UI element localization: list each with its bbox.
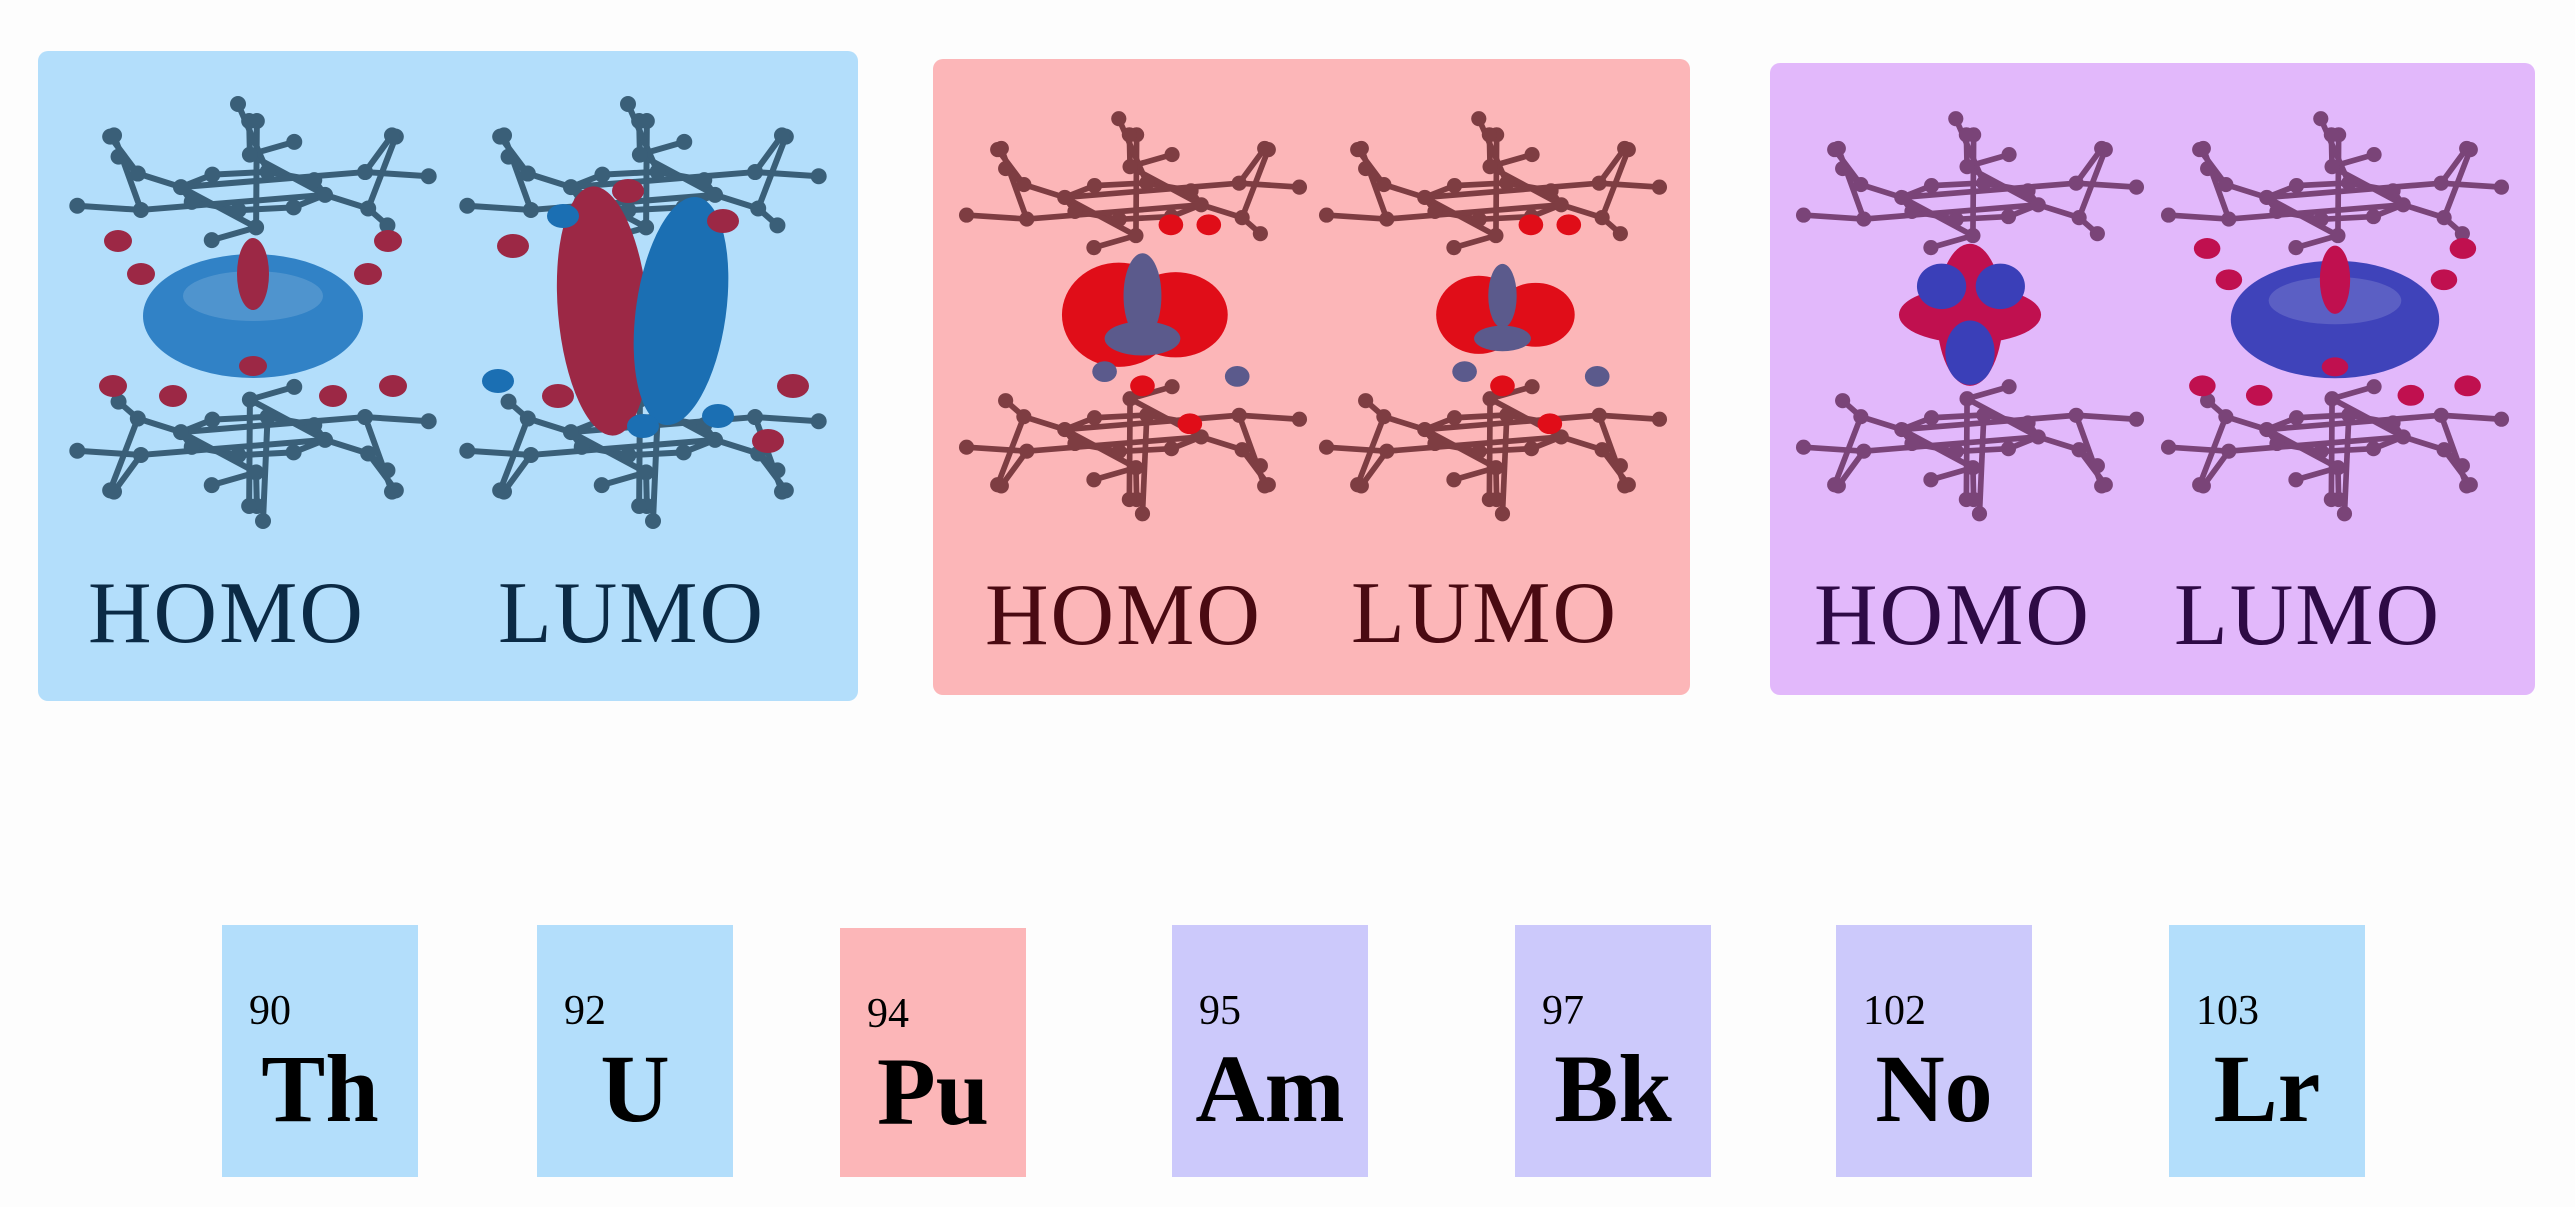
element-symbol: Lr bbox=[2213, 1035, 2321, 1142]
molecule-lumo-purple bbox=[2160, 111, 2510, 522]
orbital-lobes bbox=[482, 179, 809, 453]
molecule-skeleton bbox=[958, 111, 1308, 522]
element-symbol: Bk bbox=[1554, 1035, 1672, 1142]
orbital-flower bbox=[1898, 243, 2042, 386]
molecule-skeleton bbox=[1795, 111, 2145, 522]
element-symbol: Pu bbox=[876, 1038, 990, 1145]
orbital-torus bbox=[2189, 238, 2481, 406]
molecule-skeleton bbox=[1318, 111, 1668, 522]
atomic-number: 102 bbox=[1863, 988, 1926, 1034]
molecule-homo-red bbox=[958, 111, 1308, 522]
panel-red: HOMO LUMO bbox=[933, 59, 1690, 695]
element-symbol: U bbox=[600, 1035, 670, 1142]
element-symbol: Th bbox=[261, 1035, 379, 1142]
homo-label: HOMO bbox=[88, 565, 365, 662]
atomic-number: 90 bbox=[249, 988, 291, 1034]
molecule-homo-blue bbox=[69, 96, 437, 529]
molecule-lumo-red bbox=[1318, 111, 1668, 522]
element-symbol: No bbox=[1875, 1035, 1993, 1142]
panel-purple: HOMO LUMO bbox=[1770, 63, 2535, 695]
atomic-number: 97 bbox=[1542, 988, 1584, 1034]
molecule-homo-purple bbox=[1795, 111, 2145, 522]
panel-blue: HOMO LUMO bbox=[38, 51, 858, 701]
orbital-clover bbox=[1436, 214, 1610, 435]
orbital-clover bbox=[1061, 214, 1250, 435]
molecule-lumo-blue bbox=[459, 96, 827, 529]
lumo-label: LUMO bbox=[1351, 565, 1619, 662]
molecule-skeleton bbox=[69, 96, 437, 529]
atomic-number: 94 bbox=[867, 991, 909, 1037]
atomic-number: 92 bbox=[564, 988, 606, 1034]
orbital-torus bbox=[99, 230, 407, 407]
homo-label: HOMO bbox=[1814, 567, 2091, 664]
lumo-label: LUMO bbox=[2174, 567, 2442, 664]
atomic-number: 95 bbox=[1199, 988, 1241, 1034]
molecule-skeleton bbox=[2160, 111, 2510, 522]
lumo-label: LUMO bbox=[498, 565, 766, 662]
homo-label: HOMO bbox=[985, 567, 1262, 664]
element-symbol: Am bbox=[1195, 1035, 1345, 1142]
atomic-number: 103 bbox=[2196, 988, 2259, 1034]
